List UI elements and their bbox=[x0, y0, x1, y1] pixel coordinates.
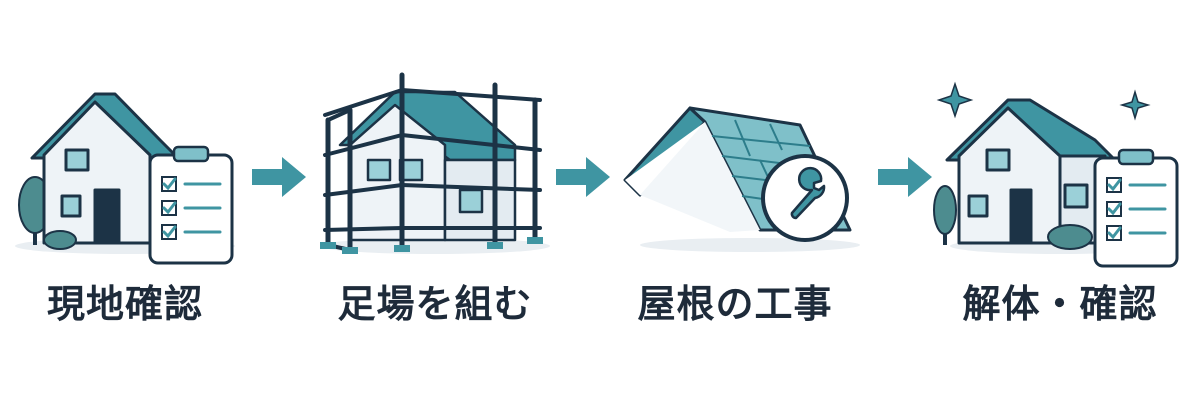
checklist-clipboard-icon bbox=[1093, 148, 1179, 268]
step-scaffolding: 足場を組む bbox=[310, 50, 560, 360]
step-label: 足場を組む bbox=[337, 282, 533, 326]
arrow-right-icon bbox=[556, 155, 612, 199]
scaffold-poles bbox=[325, 72, 538, 253]
tree-icon bbox=[933, 185, 957, 245]
step-site-inspection: 現地確認 bbox=[0, 50, 250, 360]
arrow-right-icon bbox=[252, 155, 308, 199]
house-icon bbox=[945, 98, 1117, 245]
scaffold-base-plates bbox=[320, 237, 543, 254]
house-icon bbox=[338, 90, 517, 242]
step-roof-work: 屋根の工事 bbox=[610, 50, 860, 360]
step-label: 解体・確認 bbox=[962, 282, 1158, 326]
roof-repair-illustration bbox=[623, 106, 860, 252]
wrench-icon bbox=[761, 154, 849, 242]
sparkle-icon bbox=[936, 81, 974, 119]
arrow-right-icon bbox=[878, 155, 934, 199]
scaffold-rails bbox=[323, 88, 542, 252]
sparkle-icon bbox=[1119, 89, 1151, 121]
step-label: 現地確認 bbox=[46, 282, 203, 326]
checklist-clipboard-icon bbox=[148, 145, 234, 265]
step-dismantle-confirm: 解体・確認 bbox=[933, 50, 1185, 360]
completed-house-illustration bbox=[933, 81, 1179, 268]
scaffolding-illustration bbox=[320, 72, 550, 254]
house-icon bbox=[30, 92, 180, 245]
step-label: 屋根の工事 bbox=[637, 282, 833, 326]
house-checklist-illustration bbox=[15, 92, 235, 265]
